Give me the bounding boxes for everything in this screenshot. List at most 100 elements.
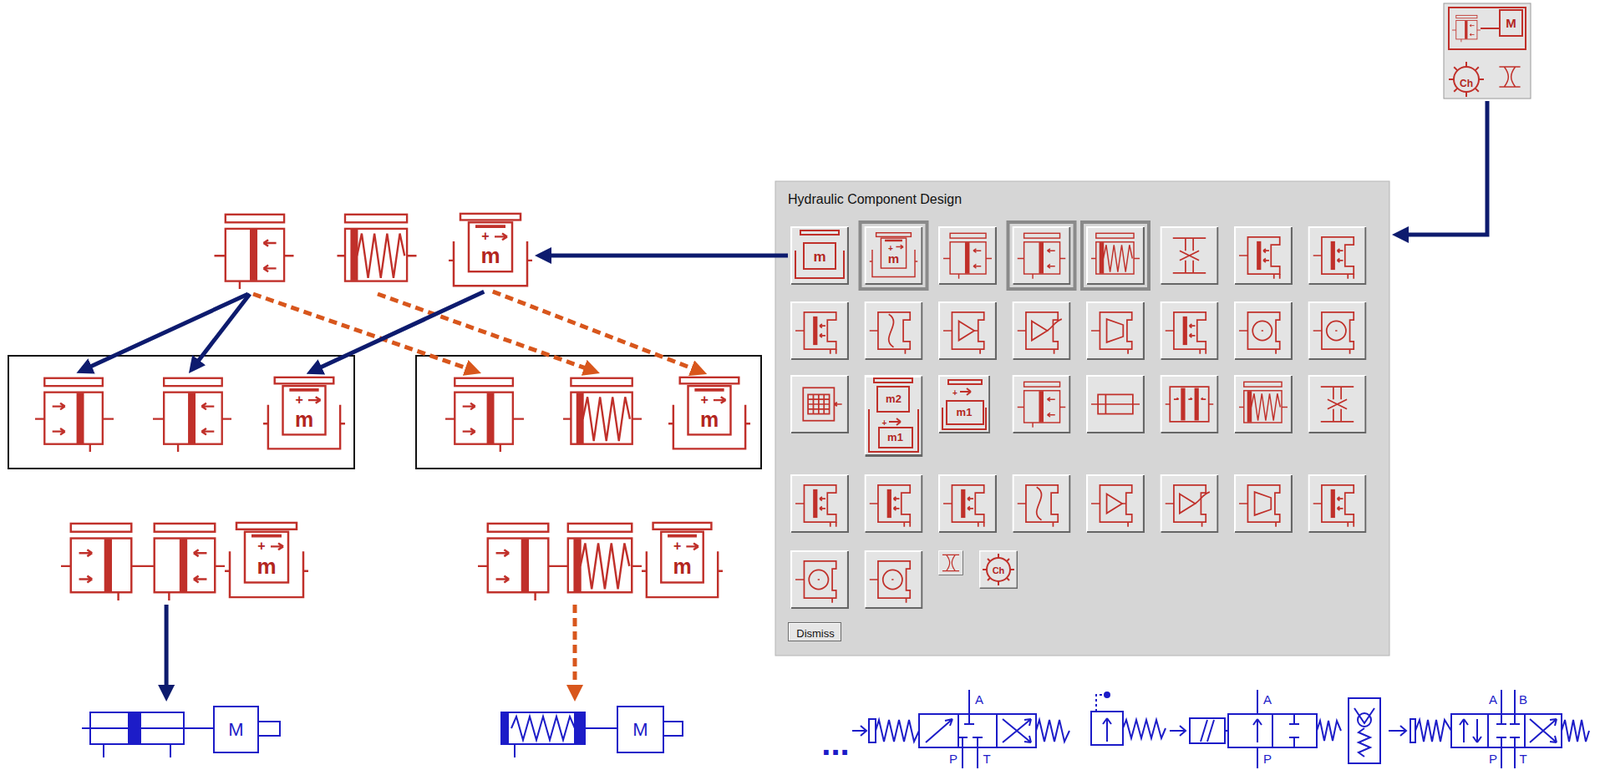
palette-icon: [802, 387, 842, 421]
palette-icon: [864, 550, 924, 610]
valve-symbol: [868, 719, 876, 743]
check-valve-symbol: [1358, 728, 1371, 757]
palette-icon: [790, 474, 849, 534]
text-anchor: A: [1488, 693, 1498, 707]
port-label: T: [1518, 751, 1527, 767]
relief-valve-symbol: [1091, 711, 1123, 746]
palette-icon: [790, 301, 849, 361]
system-icon: MCh: [1443, 3, 1531, 99]
text-anchor: +: [481, 229, 489, 244]
palette-icon: [1012, 301, 1072, 361]
text-anchor: Ch: [1459, 76, 1474, 90]
actuator-assembly-label: m: [256, 553, 276, 580]
text-anchor: M: [228, 721, 244, 740]
valve-symbol: [1316, 721, 1341, 742]
palette-icon: [938, 550, 964, 576]
text-anchor: +: [673, 539, 681, 554]
mass-icon-label: m: [812, 248, 826, 265]
two-mass-icon-label: m2: [885, 392, 902, 406]
palette-icon: [979, 550, 1018, 590]
valve-symbol: [1451, 714, 1562, 748]
relief-valve-symbol: [1102, 718, 1112, 742]
derivation-arrow: [492, 291, 696, 370]
valve-symbol: [1529, 719, 1557, 743]
chamber-icon-label: Ch: [992, 565, 1006, 576]
system-icon-art: [1498, 66, 1520, 87]
ellipsis: ...: [821, 725, 849, 762]
check-valve-symbol: [1357, 713, 1372, 727]
spring-cylinder-drawing: [501, 706, 683, 758]
palette-icon: [1165, 386, 1214, 422]
valve-symbol: [1228, 714, 1317, 748]
actuator-assembly: +m: [60, 520, 309, 603]
dismiss-button-label: Dismiss: [796, 627, 835, 640]
valve-symbol: [1253, 719, 1262, 743]
palette-icon: [1017, 381, 1067, 428]
palette-icon: [1160, 375, 1220, 434]
selection-frame: [860, 222, 928, 290]
palette-icon: [938, 375, 991, 434]
palette-icon: [790, 550, 849, 610]
text-anchor: B: [1518, 693, 1528, 707]
text-anchor: A: [1263, 693, 1272, 707]
component-icon: [337, 214, 417, 282]
palette-icon: [888, 418, 901, 426]
flow-arrow: [548, 253, 788, 259]
spring-cylinder-drawing: [514, 728, 618, 758]
palette-icon: [1165, 312, 1207, 355]
mass-icon-label: +: [700, 392, 708, 407]
valve-symbol: [1256, 690, 1259, 769]
palette-icon: [1313, 237, 1355, 280]
system-icon-art: [1448, 61, 1484, 97]
component-icon: [152, 378, 232, 453]
mass-icon-label: m: [700, 406, 719, 431]
palette-icon: [1017, 485, 1059, 528]
palette-icon: [1239, 237, 1280, 280]
palette-icon: [795, 312, 837, 355]
palette-icon: [1086, 301, 1145, 361]
mapping-arrow: [377, 294, 588, 370]
valve-symbol: [1169, 726, 1186, 737]
palette-icon: [982, 553, 1015, 586]
two-mass-icon-label: +: [882, 418, 888, 428]
port-label: B: [1518, 692, 1528, 707]
component-palette-label: Hydraulic Component Design: [787, 192, 962, 207]
palette-icon: [1086, 375, 1145, 434]
spring-cylinder-drawing: [617, 706, 664, 753]
check-valve-symbol: [1348, 698, 1381, 764]
spring-cylinder-drawing: [501, 712, 585, 745]
palette-icon: [869, 485, 911, 528]
palette-icon: [946, 401, 984, 425]
port-label: T: [982, 751, 991, 767]
two-mass-icon: m2+m1: [864, 375, 924, 458]
palette-icon: [1313, 312, 1355, 355]
system-icon-art: [1453, 66, 1479, 92]
mapping-arrow: [253, 294, 469, 370]
assembly-icon: [224, 523, 309, 598]
valve-symbol: [925, 719, 953, 743]
valve-symbol: [1002, 719, 1032, 743]
palette-icon: [803, 243, 836, 270]
assembly-icon: [559, 523, 642, 593]
mass-icon: +m: [668, 375, 751, 454]
palette-icon: [1239, 485, 1280, 528]
palette-icon: [938, 301, 997, 361]
palette-icon: [1308, 474, 1367, 534]
flow-arrow: [318, 291, 484, 369]
palette-icon: [938, 474, 997, 534]
text-anchor: P: [1263, 752, 1272, 767]
text-anchor: m: [888, 252, 900, 266]
assembly-icon: [60, 523, 143, 601]
palette-icon: [1308, 226, 1367, 285]
port-label: P: [1263, 751, 1272, 767]
palette-icon: [1160, 474, 1220, 534]
palette-icon: [942, 554, 960, 571]
text-anchor: m: [480, 244, 500, 267]
text-anchor: P: [949, 752, 958, 767]
palette-icon: [878, 427, 913, 448]
palette-icon: [864, 474, 924, 534]
palette-icon: [1086, 226, 1145, 285]
cylinder-drawing: [81, 706, 280, 758]
system-icon-art: [1480, 27, 1500, 30]
